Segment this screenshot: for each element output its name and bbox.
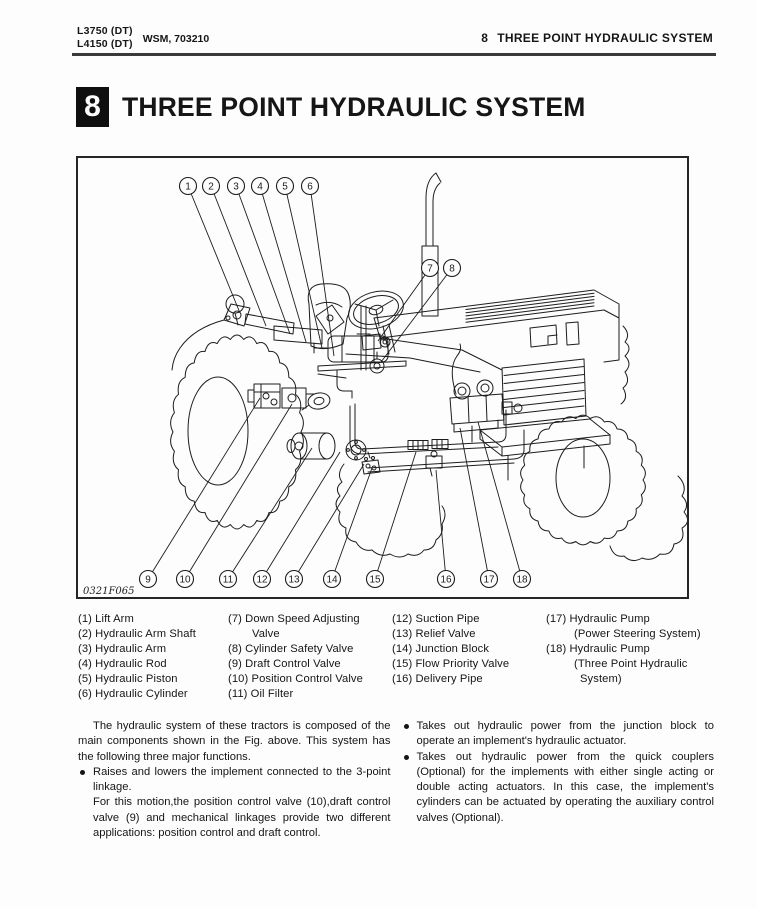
svg-text:11: 11 [223, 575, 234, 586]
legend-item: (Power Steering System) [574, 627, 701, 640]
bullet-dot-icon [80, 769, 85, 775]
callout-5: 5 [275, 176, 323, 349]
legend-item: (16) Delivery Pipe [392, 672, 483, 685]
legend-item: (17) Hydraulic Pump [546, 613, 650, 625]
svg-text:12: 12 [256, 575, 268, 586]
callout-1: 1 [178, 176, 241, 314]
header-rule [72, 53, 716, 56]
tractor-drawing [170, 172, 687, 562]
callout-12: 12 [252, 451, 341, 589]
callout-13: 13 [284, 463, 365, 589]
legend-column: (1) Lift Arm (2) Hydraulic Arm Shaft (3) H… [78, 612, 228, 701]
svg-text:3: 3 [233, 182, 239, 193]
chapter-title: THREE POINT HYDRAULIC SYSTEM [497, 31, 713, 45]
header-right: 8 THREE POINT HYDRAULIC SYSTEM [481, 31, 713, 45]
legend-item: (11) Oil Filter [228, 687, 294, 700]
svg-text:16: 16 [440, 575, 452, 586]
legend-item: (13) Relief Valve [392, 627, 476, 640]
legend-item: (Three Point Hydraulic [574, 657, 688, 670]
callout-9: 9 [138, 397, 261, 589]
left-column: The hydraulic system of these tractors i… [78, 719, 391, 841]
bullet-line: Raises and lowers the implement connecte… [93, 765, 391, 794]
callout-4: 4 [250, 176, 307, 343]
callout-11: 11 [218, 447, 313, 589]
figure-code: 0321F065 [83, 586, 134, 597]
legend: (1) Lift Arm (2) Hydraulic Arm Shaft (3) H… [78, 612, 715, 701]
legend-item: (1) Lift Arm [78, 613, 134, 625]
wsm-code: WSM, 703210 [142, 33, 210, 45]
function-bullet: Takes out hydraulic power from the junct… [402, 719, 715, 750]
legend-column: (12) Suction Pipe (13) Relief Valve (14) J… [392, 612, 546, 701]
callout-17: 17 [459, 427, 499, 589]
svg-text:1: 1 [185, 182, 191, 193]
svg-text:2: 2 [208, 182, 214, 193]
legend-column: (17) Hydraulic Pump (Power Steering Syste… [546, 612, 715, 701]
svg-text:6: 6 [307, 182, 313, 193]
svg-text:10: 10 [179, 575, 191, 586]
svg-text:14: 14 [326, 575, 338, 586]
callout-18: 18 [477, 421, 532, 589]
bullet-text: Raises and lowers the implement connecte… [93, 765, 391, 841]
svg-text:7: 7 [427, 264, 433, 275]
model-numbers: L3750 (DT) L4150 (DT) [77, 25, 133, 51]
legend-item: (14) Junction Block [392, 642, 490, 655]
callout-15: 15 [365, 451, 417, 589]
callout-7: 7 [377, 258, 440, 342]
legend-item: (8) Cylinder Safety Valve [228, 642, 354, 655]
callout-16: 16 [435, 469, 456, 589]
legend-item: (3) Hydraulic Arm [78, 642, 167, 655]
function-bullet: Raises and lowers the implement connecte… [78, 765, 391, 841]
legend-item: Valve [252, 627, 280, 640]
callout-2: 2 [201, 176, 267, 327]
legend-item: (4) Hydraulic Rod [78, 657, 167, 670]
legend-item: (6) Hydraulic Cylinder [78, 687, 188, 700]
legend-item: (2) Hydraulic Arm Shaft [78, 627, 196, 640]
header-left: L3750 (DT) L4150 (DT) WSM, 703210 [77, 25, 209, 51]
svg-text:13: 13 [288, 575, 300, 586]
intro-paragraph: The hydraulic system of these tractors i… [78, 720, 391, 763]
right-column: Takes out hydraulic power from the junct… [402, 719, 715, 841]
svg-text:15: 15 [369, 575, 381, 586]
legend-item: (7) Down Speed Adjusting [228, 613, 360, 625]
section-number-badge: 8 [76, 87, 109, 127]
callout-6: 6 [300, 176, 335, 357]
legend-item: (12) Suction Pipe [392, 613, 480, 625]
svg-text:18: 18 [516, 575, 528, 586]
model-line-1: L3750 (DT) [77, 25, 133, 37]
function-bullet: Takes out hydraulic power from the quick… [402, 750, 715, 826]
svg-text:8: 8 [449, 264, 455, 275]
svg-text:17: 17 [483, 575, 495, 586]
bullet-text: Takes out hydraulic power from the quick… [416, 750, 715, 824]
svg-text:9: 9 [145, 575, 151, 586]
legend-item: (5) Hydraulic Piston [78, 672, 178, 685]
section-title: 8 THREE POINT HYDRAULIC SYSTEM [76, 87, 586, 127]
legend-item: System) [580, 672, 622, 685]
body-columns: The hydraulic system of these tractors i… [78, 719, 714, 841]
legend-item: (9) Draft Control Valve [228, 657, 341, 670]
chapter-number: 8 [481, 31, 489, 45]
legend-item: (15) Flow Priority Valve [392, 657, 510, 670]
svg-text:4: 4 [257, 182, 263, 193]
bullet-dot-icon [403, 754, 409, 760]
bullet-dot-icon [403, 724, 409, 729]
callout-8: 8 [380, 258, 462, 363]
svg-text:5: 5 [282, 182, 288, 193]
model-line-2: L4150 (DT) [77, 38, 133, 50]
legend-item: (18) Hydraulic Pump [546, 642, 650, 655]
callout-10: 10 [175, 403, 293, 589]
legend-item: (10) Position Control Valve [228, 672, 363, 685]
section-title-text: THREE POINT HYDRAULIC SYSTEM [122, 91, 586, 122]
bullet-text: Takes out hydraulic power from the junct… [416, 720, 715, 748]
bullet-continuation: For this motion,the position control val… [93, 796, 391, 840]
callout-3: 3 [226, 176, 291, 335]
callout-14: 14 [322, 467, 373, 589]
